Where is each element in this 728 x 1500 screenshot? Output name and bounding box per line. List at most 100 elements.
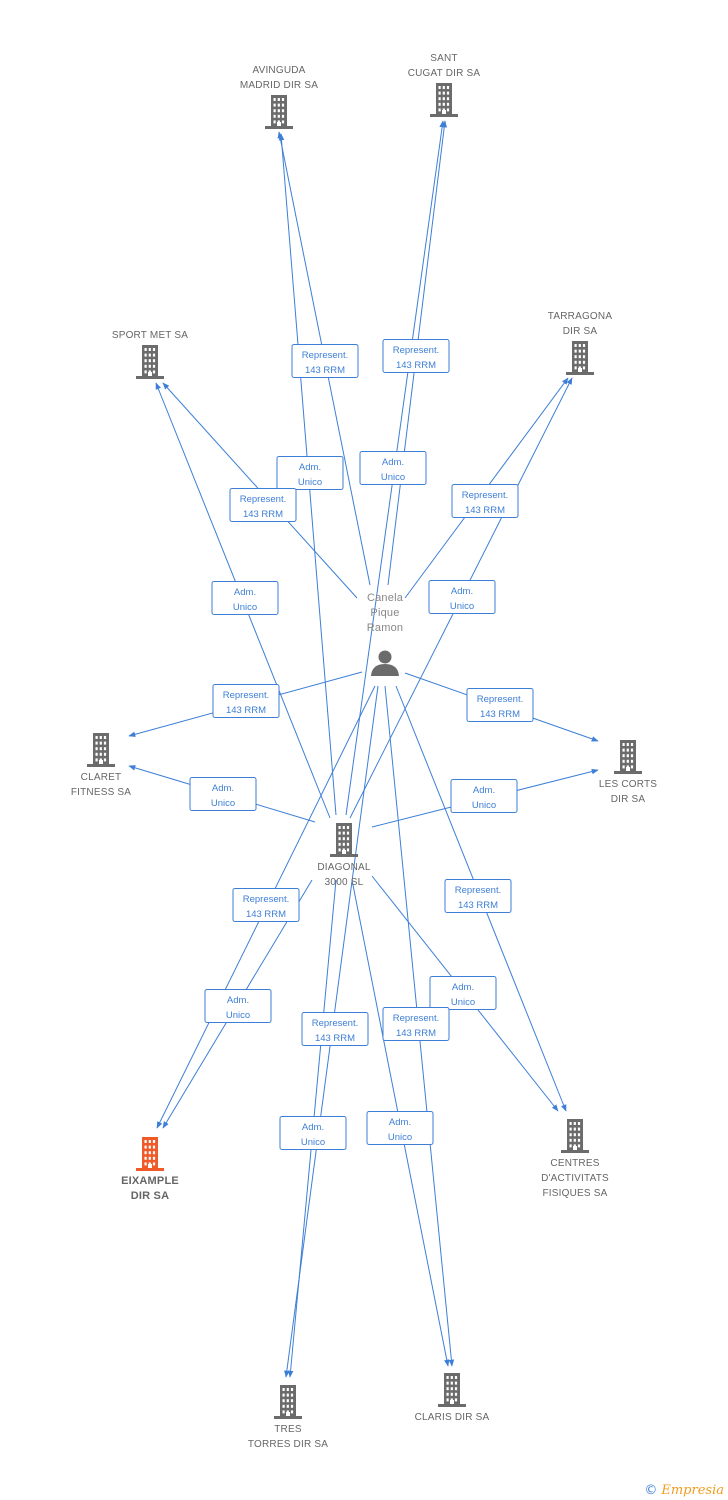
node-label: AVINGUDA <box>252 65 305 76</box>
edge-label-line: 143 RRM <box>226 705 266 716</box>
edge-label-line: Adm. <box>382 457 404 468</box>
edge-label-line: 143 RRM <box>458 900 498 911</box>
edge-label-diagonal-to-centres[interactable]: Adm.Unico <box>429 976 497 1010</box>
node-diagonal[interactable]: DIAGONAL 3000 SL <box>317 823 371 888</box>
edge-label-person-to-avinguda[interactable]: Represent.143 RRM <box>291 344 359 378</box>
node-label: DIR SA <box>563 326 598 337</box>
edge-label-line: Unico <box>472 800 496 811</box>
node-label: SPORT MET SA <box>112 330 188 341</box>
edge-label-line: Adm. <box>302 1122 324 1133</box>
edge-label-line: 143 RRM <box>315 1033 355 1044</box>
edge-label-box <box>450 779 518 813</box>
edge-label-diagonal-to-avinguda[interactable]: Adm.Unico <box>276 456 344 490</box>
edge-label-box <box>359 451 427 485</box>
edge-label-line: 143 RRM <box>305 365 345 376</box>
node-label: DIR SA <box>611 794 646 805</box>
node-claris[interactable]: CLARIS DIR SA <box>415 1373 490 1423</box>
footer-brand[interactable]: ©Empresia <box>644 1483 724 1498</box>
edge-label-person-to-centres[interactable]: Represent. 143 RRM <box>444 879 512 913</box>
node-avinguda[interactable]: AVINGUDA MADRID DIR SA <box>240 65 318 129</box>
edge-label-diagonal-to-sport[interactable]: Adm. Unico <box>211 581 279 615</box>
building-icon <box>561 1119 589 1153</box>
edge-label-line: 143 RRM <box>396 1028 436 1039</box>
edge-label-line: Adm. <box>473 785 495 796</box>
edge-label-person-to-eixample[interactable]: Adm.Unico <box>204 989 272 1023</box>
edge-label-box <box>301 1012 369 1046</box>
edge-label-line: Represent. <box>312 1018 358 1029</box>
edge-label-diagonal-to-tres[interactable]: Adm.Unico <box>279 1116 347 1150</box>
node-label: TORRES DIR SA <box>248 1439 328 1450</box>
building-icon <box>330 823 358 857</box>
edge-label-person-to-tres[interactable]: Represent. 143 RRM <box>301 1012 369 1046</box>
node-label: FISIQUES SA <box>543 1188 608 1199</box>
node-label: DIAGONAL <box>317 862 371 873</box>
edge-label-line: Represent. <box>462 490 508 501</box>
node-lescorts[interactable]: LES CORTS DIR SA <box>599 740 657 805</box>
edge-label-diagonal-to-claris[interactable]: Adm.Unico <box>366 1111 434 1145</box>
edge-label-diagonal-to-tarragona[interactable]: Adm.Unico <box>428 580 496 614</box>
edge-label-diagonal-to-lescorts[interactable]: Adm. Unico <box>450 779 518 813</box>
node-label: Ramon <box>367 622 403 634</box>
edge-label-line: 143 RRM <box>396 360 436 371</box>
edge-label-person-to-sport[interactable]: Represent.143 RRM <box>229 488 297 522</box>
edge-label-diagonal-to-sant[interactable]: Represent. 143 RRM <box>382 339 450 373</box>
node-label: Pique <box>370 607 399 619</box>
building-icon <box>87 733 115 767</box>
edge-label-line: Unico <box>450 601 474 612</box>
brand-name: Empresia <box>661 1483 724 1498</box>
node-label: SANT <box>430 53 457 64</box>
edge-label-diagonal-to-claret[interactable]: Adm.Unico <box>189 777 257 811</box>
node-label: EIXAMPLE <box>121 1175 179 1187</box>
edge-label-line: 143 RRM <box>480 709 520 720</box>
edge-label-box <box>189 777 257 811</box>
node-claret[interactable]: CLARET FITNESS SA <box>71 733 131 798</box>
building-icon <box>614 740 642 774</box>
edge-label-line: Adm. <box>299 462 321 473</box>
node-sport[interactable]: SPORT MET SA <box>112 330 188 379</box>
building-icon <box>566 341 594 375</box>
node-label: DIR SA <box>131 1190 169 1202</box>
node-sant[interactable]: SANT CUGAT DIR SA <box>408 53 481 117</box>
edge-label-box <box>291 344 359 378</box>
edge-label-line: Represent. <box>455 885 501 896</box>
edge-label-diagonal-to-eixample[interactable]: Represent.143 RRM <box>232 888 300 922</box>
node-label: CENTRES <box>550 1158 599 1169</box>
edge-label-line: Unico <box>211 798 235 809</box>
edge-label-box <box>276 456 344 490</box>
copyright-symbol: © <box>644 1483 658 1498</box>
node-label: D'ACTIVITATS <box>541 1173 609 1184</box>
edge-label-box <box>211 581 279 615</box>
node-label: MADRID DIR SA <box>240 80 318 91</box>
building-icon <box>274 1385 302 1419</box>
edge-label-line: Adm. <box>452 982 474 993</box>
edge-label-person-to-claret[interactable]: Represent. 143 RRM <box>212 684 280 718</box>
edge-label-line: Unico <box>233 602 257 613</box>
edges-layer <box>128 120 599 1378</box>
edge-label-line: Adm. <box>389 1117 411 1128</box>
edge-label-line: Adm. <box>234 587 256 598</box>
edge-label-person-to-lescorts[interactable]: Represent. 143 RRM <box>466 688 534 722</box>
node-label: CUGAT DIR SA <box>408 68 481 79</box>
node-label: LES CORTS <box>599 779 657 790</box>
edge-label-person-to-tarragona[interactable]: Represent.143 RRM <box>451 484 519 518</box>
edge-label-person-to-claris[interactable]: Represent.143 RRM <box>382 1007 450 1041</box>
person-icon <box>371 650 399 676</box>
edge-label-line: Represent. <box>477 694 523 705</box>
node-eixample[interactable]: EIXAMPLE DIR SA <box>121 1137 179 1202</box>
edge-label-line: Unico <box>226 1010 250 1021</box>
edge-label-line: Represent. <box>393 345 439 356</box>
edge-label-box <box>444 879 512 913</box>
edge-label-box <box>382 1007 450 1041</box>
edge-label-line: Represent. <box>223 690 269 701</box>
node-label: FITNESS SA <box>71 787 131 798</box>
building-icon <box>430 83 458 117</box>
edge-label-person-to-sant[interactable]: Adm.Unico <box>359 451 427 485</box>
node-label: 3000 SL <box>325 877 364 888</box>
node-centres[interactable]: CENTRES D'ACTIVITATS FISIQUES SA <box>541 1119 609 1199</box>
node-label: CLARET <box>81 772 122 783</box>
edge-label-box <box>204 989 272 1023</box>
